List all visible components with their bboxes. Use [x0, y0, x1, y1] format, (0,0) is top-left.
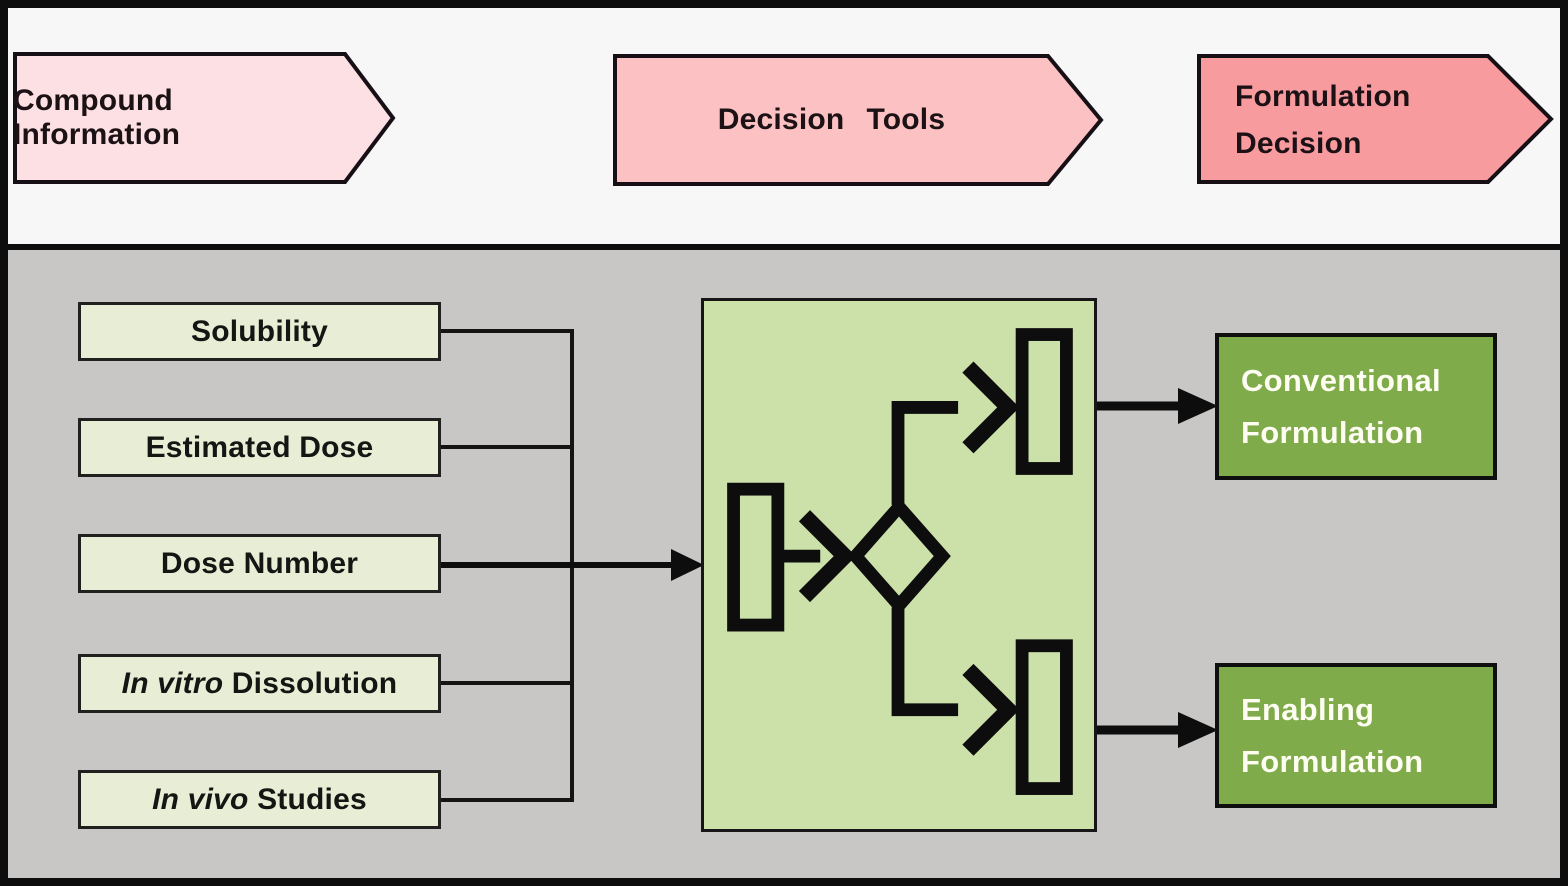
output-box-enabling-formulation: Enabling Formulation: [1215, 663, 1497, 808]
input-label-italic: In vitro: [121, 666, 232, 700]
input-label: Solubility: [191, 314, 328, 348]
input-label-italic: In vivo: [152, 782, 258, 816]
input-box-in-vivo-studies: In vivo Studies: [78, 770, 441, 829]
decision-tree-icon: [727, 328, 1073, 795]
output-label-line: Conventional: [1241, 362, 1441, 398]
input-box-in-vitro-dissolution: In vitro Dissolution: [78, 654, 441, 713]
output-arrow-enabling: [1097, 712, 1218, 748]
stage-label: Compound Information: [13, 84, 181, 151]
input-label: Dose Number: [160, 546, 359, 580]
output-box-conventional-formulation: Conventional Formulation: [1215, 333, 1497, 480]
right-arrow-shape-icon: [613, 54, 1104, 186]
input-box-solubility: Solubility: [78, 302, 441, 361]
output-label-line: Formulation: [1241, 414, 1424, 450]
output-label-line: Formulation: [1241, 743, 1424, 779]
stage-arrow-decision-tools: Decision Tools: [613, 54, 1105, 186]
input-label: Dissolution: [231, 666, 398, 700]
input-label: Studies: [257, 782, 367, 816]
stage-header-band: Compound Information Decision Tools Form…: [8, 8, 1560, 250]
stage-arrow-formulation-decision: Formulation Decision: [1197, 54, 1555, 185]
stage-arrow-compound-information: Compound Information: [13, 52, 397, 184]
output-label-line: Enabling: [1241, 691, 1375, 727]
input-box-estimated-dose: Estimated Dose: [78, 418, 441, 477]
output-arrow-conventional: [1097, 388, 1218, 424]
input-box-dose-number: Dose Number: [78, 534, 441, 593]
decision-tools-panel: [701, 298, 1097, 832]
input-label: Estimated Dose: [145, 430, 374, 464]
work-area: Solubility Estimated Dose Dose Number In…: [8, 8, 1560, 832]
right-arrow-shape-icon: [13, 52, 396, 184]
main-input-arrow: [441, 549, 704, 581]
right-arrow-shape-icon: [1197, 54, 1554, 184]
stage-label: Decision Tools: [717, 103, 946, 136]
stage-label: Formulation Decision: [1235, 79, 1411, 160]
